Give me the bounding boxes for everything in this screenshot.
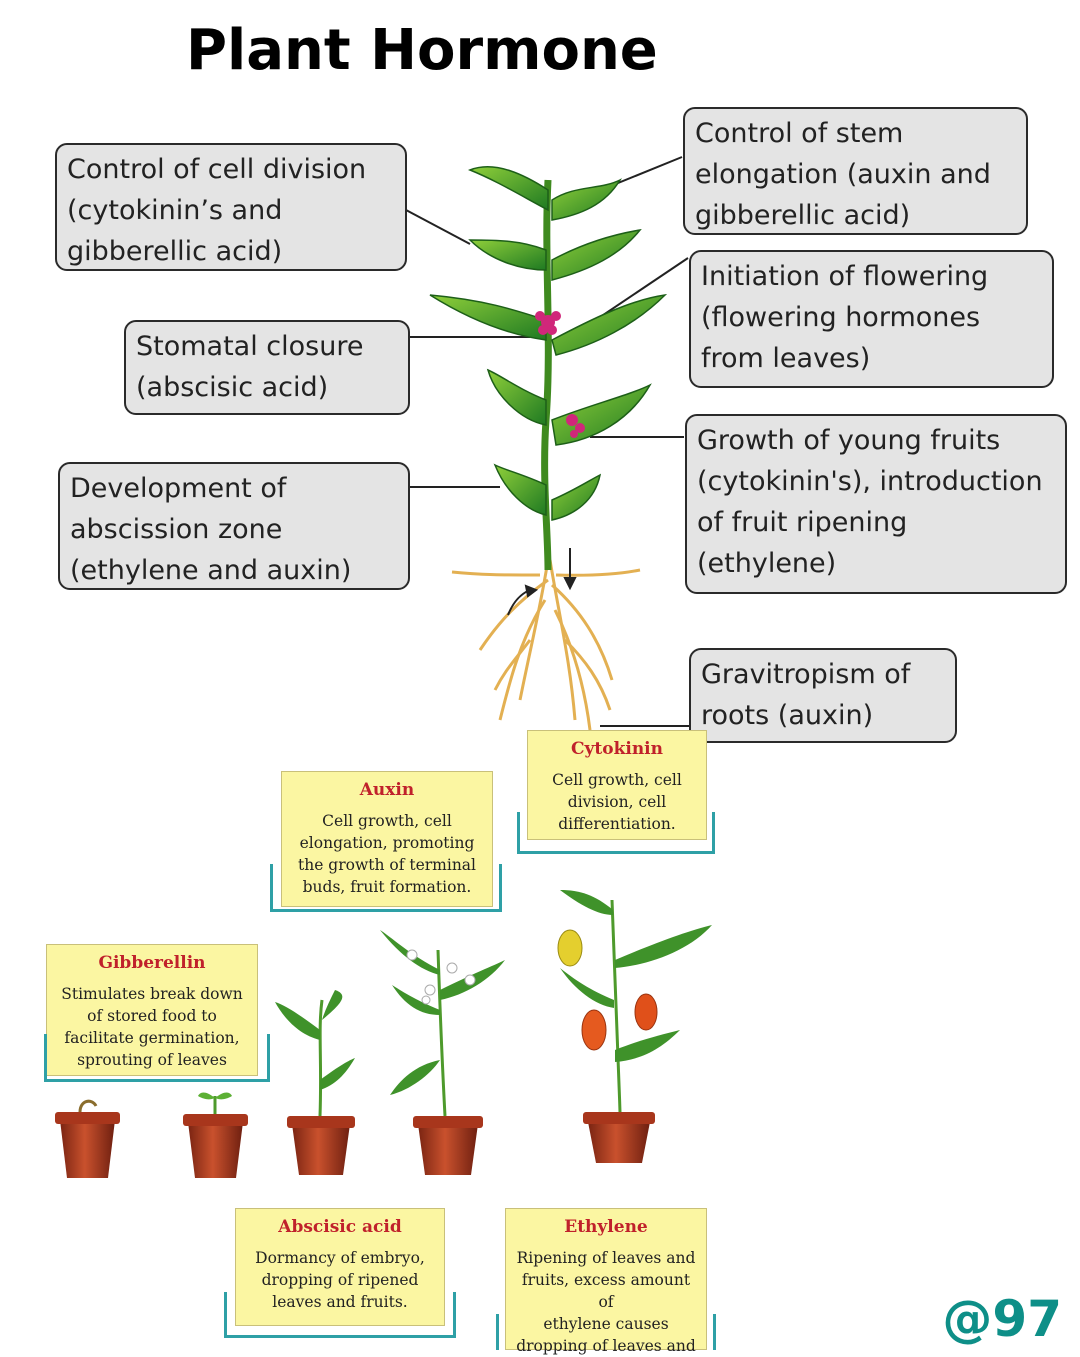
card-abscisic-acid-title: Abscisic acid [278,1217,402,1237]
card-gibberellin-title: Gibberellin [98,953,206,973]
card-ethylene-body: Ripening of leaves and fruits, excess am… [516,1249,696,1355]
callout-abscission-zone: Development of abscission zone (ethylene… [58,462,410,590]
author-handle: @97 [942,1290,1062,1348]
card-abscisic-acid: Abscisic acid Dormancy of embryo, droppi… [235,1208,445,1326]
pot-flowering-plant [380,930,505,1175]
card-auxin-bracket [270,864,502,912]
card-cytokinin: Cytokinin Cell growth, cell division, ce… [527,730,707,840]
callout-stomatal-closure: Stomatal closure (abscisic acid) [124,320,410,415]
card-abscisic-acid-body: Dormancy of embryo, dropping of ripened … [255,1249,425,1311]
card-auxin-body: Cell growth, cell elongation, promoting … [297,812,477,896]
pot-young-plant [275,990,355,1175]
card-cytokinin-title: Cytokinin [570,739,663,759]
card-auxin-title: Auxin [359,780,415,800]
card-ethylene-bracket [496,1314,716,1350]
page-title: Plant Hormone [186,18,658,83]
card-gibberellin-body: Stimulates break down of stored food to … [61,985,243,1069]
card-ethylene: Ethylene Ripening of leaves and fruits, … [505,1208,707,1355]
callout-flowering: Initiation of flowering (flowering hormo… [689,250,1054,388]
callout-stem-elongation: Control of stem elongation (auxin and gi… [683,107,1028,235]
leaves [429,166,668,521]
pot-fruiting-plant [557,890,712,1163]
gravitropism-arrows [507,548,577,616]
card-cytokinin-body: Cell growth, cell division, cell differe… [552,771,682,833]
growth-stages [55,890,712,1178]
flowers [535,311,585,438]
card-gibberellin: Gibberellin Stimulates break down of sto… [46,944,258,1076]
pot-seed [55,1099,120,1178]
callout-cell-division: Control of cell division (cytokinin’s an… [55,143,407,271]
card-gibberellin-bracket [44,1034,270,1082]
pot-seedling [183,1092,248,1178]
roots [451,559,641,731]
main-plant [429,166,668,731]
card-auxin: Auxin Cell growth, cell elongation, prom… [281,771,493,907]
card-ethylene-title: Ethylene [564,1217,648,1237]
callout-young-fruits: Growth of young fruits (cytokinin's), in… [685,414,1067,594]
callout-gravitropism: Gravitropism of roots (auxin) [689,648,957,743]
card-abscisic-acid-bracket [224,1292,456,1338]
card-cytokinin-bracket [517,812,715,854]
